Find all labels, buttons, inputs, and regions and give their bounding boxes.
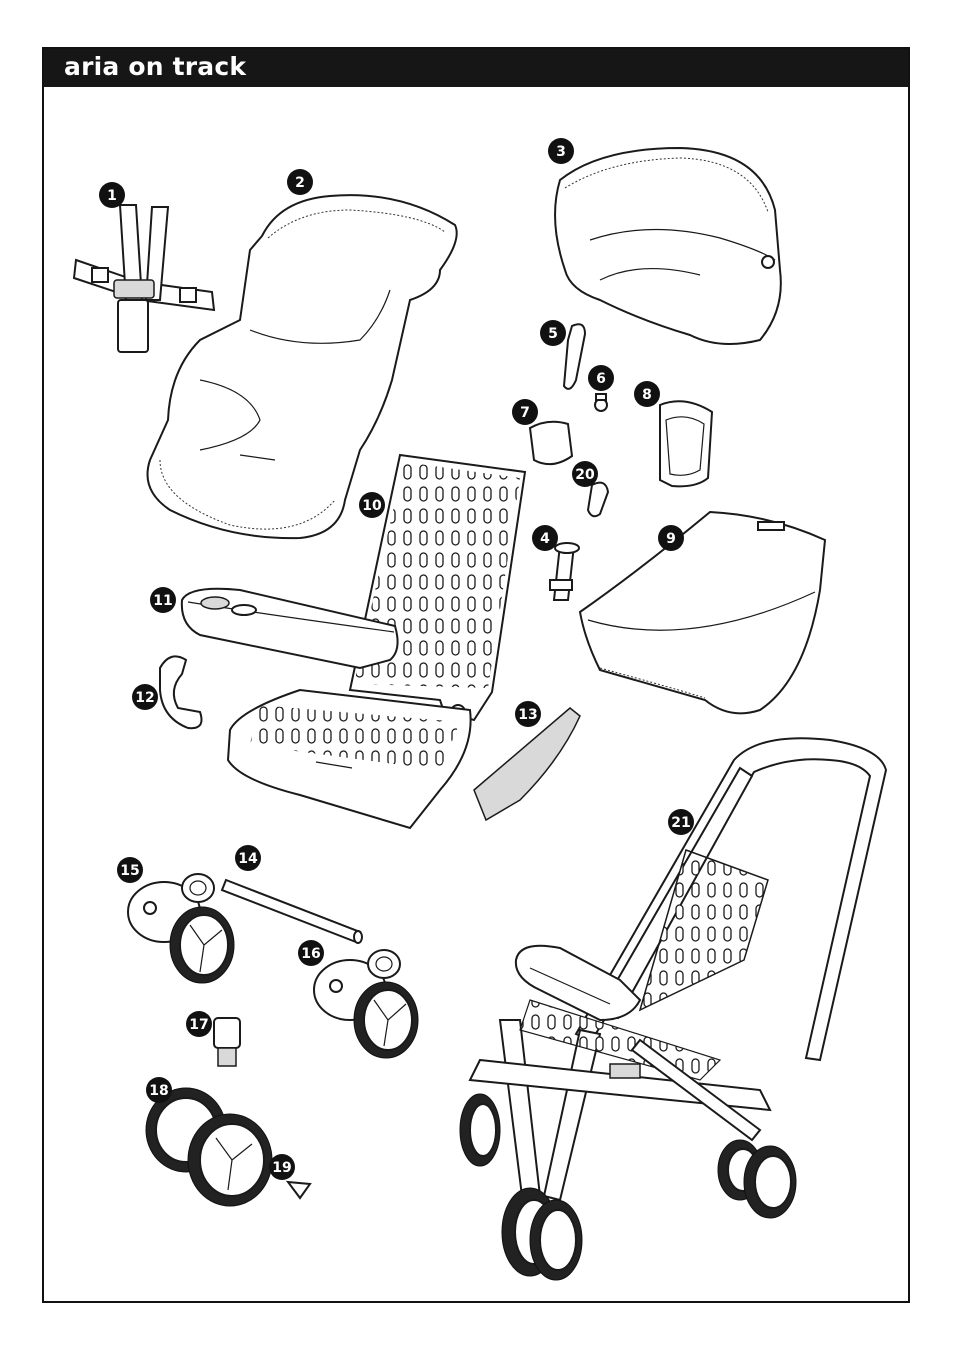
badge-circle (359, 492, 385, 518)
badge-circle (540, 320, 566, 346)
bumper-bar-illustration (180, 587, 399, 670)
part-number-label: 20 (575, 467, 595, 483)
part-number-label: 19 (272, 1160, 291, 1176)
badge-circle (235, 845, 261, 871)
part-number-badge: 11 (150, 587, 176, 613)
part-number-label: 12 (135, 690, 154, 706)
diagram-frame: aria on track (42, 47, 910, 1303)
part-number-label: 15 (120, 863, 139, 879)
seat-base-illustration (226, 688, 472, 830)
part-number-badge: 2 (287, 169, 313, 195)
badge-circle (117, 857, 143, 883)
part-number-label: 2 (295, 175, 305, 191)
badge-circle (515, 701, 541, 727)
badge-circle (588, 365, 614, 391)
part-number-badge: 1 (99, 182, 125, 208)
part-number-badge: 15 (117, 857, 143, 883)
part-number-badge: 5 (540, 320, 566, 346)
part-number-label: 17 (189, 1017, 208, 1033)
part-number-label: 8 (642, 387, 652, 403)
part-number-label: 11 (153, 593, 172, 609)
front-wheel-illustration (313, 949, 419, 1059)
page-title: aria on track (64, 52, 247, 81)
part-number-label: 3 (556, 144, 566, 160)
part-number-badge: 21 (668, 809, 694, 835)
badge-circle (287, 169, 313, 195)
harness-illustration (72, 204, 216, 353)
pin-illustration (549, 542, 580, 601)
side-panel-illustration (473, 707, 581, 822)
part-number-label: 18 (149, 1083, 168, 1099)
part-number-badge: 12 (132, 684, 158, 710)
knob-illustration (594, 393, 608, 412)
part-number-badge: 4 (532, 525, 558, 551)
connector-illustration (213, 1017, 241, 1067)
part-number-badge: 7 (512, 399, 538, 425)
badge-circle (512, 399, 538, 425)
part-number-badge: 9 (658, 525, 684, 551)
cap-illustration (528, 420, 574, 466)
part-number-label: 16 (301, 946, 320, 962)
part-number-badge: 17 (186, 1011, 212, 1037)
part-number-badge: 19 (269, 1154, 295, 1180)
seat-cover-illustration (146, 194, 458, 540)
badge-circle (269, 1154, 295, 1180)
badge-circle (146, 1077, 172, 1103)
part-number-badge: 20 (572, 461, 598, 487)
hook-illustration (562, 323, 587, 390)
part-number-label: 7 (520, 405, 530, 421)
badge-circle (668, 809, 694, 835)
rear-wheel-illustration (145, 1087, 273, 1207)
part-number-label: 9 (666, 531, 676, 547)
stroller-illustration (459, 737, 888, 1281)
part-number-badge: 10 (359, 492, 385, 518)
part-number-label: 10 (362, 498, 382, 514)
clip-illustration (586, 481, 610, 518)
part-number-badge: 14 (235, 845, 261, 871)
clamp-illustration (159, 655, 203, 730)
part-number-badge: 16 (298, 940, 324, 966)
part-number-label: 4 (540, 531, 550, 547)
badge-circle (532, 525, 558, 551)
badge-circle (572, 461, 598, 487)
canopy-illustration (554, 146, 782, 345)
part-number-label: 5 (548, 326, 558, 342)
part-number-badge: 3 (548, 138, 574, 164)
badge-circle (150, 587, 176, 613)
basket-illustration (578, 510, 827, 715)
badge-circle (634, 381, 660, 407)
cone-illustration (285, 1180, 312, 1200)
part-number-label: 21 (671, 815, 690, 831)
part-number-label: 13 (518, 707, 537, 723)
part-number-label: 1 (107, 188, 117, 204)
part-number-badge: 8 (634, 381, 660, 407)
part-number-badge: 6 (588, 365, 614, 391)
badge-circle (99, 182, 125, 208)
front-wheel-illustration (127, 873, 235, 984)
part-number-label: 14 (238, 851, 258, 867)
part-number-badge: 13 (515, 701, 541, 727)
badge-circle (186, 1011, 212, 1037)
part-number-label: 6 (596, 371, 606, 387)
badge-circle (132, 684, 158, 710)
badge-circle (298, 940, 324, 966)
title-bar: aria on track (44, 49, 908, 87)
cup-holder-illustration (659, 400, 714, 488)
badge-circle (548, 138, 574, 164)
part-number-badge: 18 (146, 1077, 172, 1103)
axle-illustration (220, 878, 363, 944)
badge-circle (658, 525, 684, 551)
